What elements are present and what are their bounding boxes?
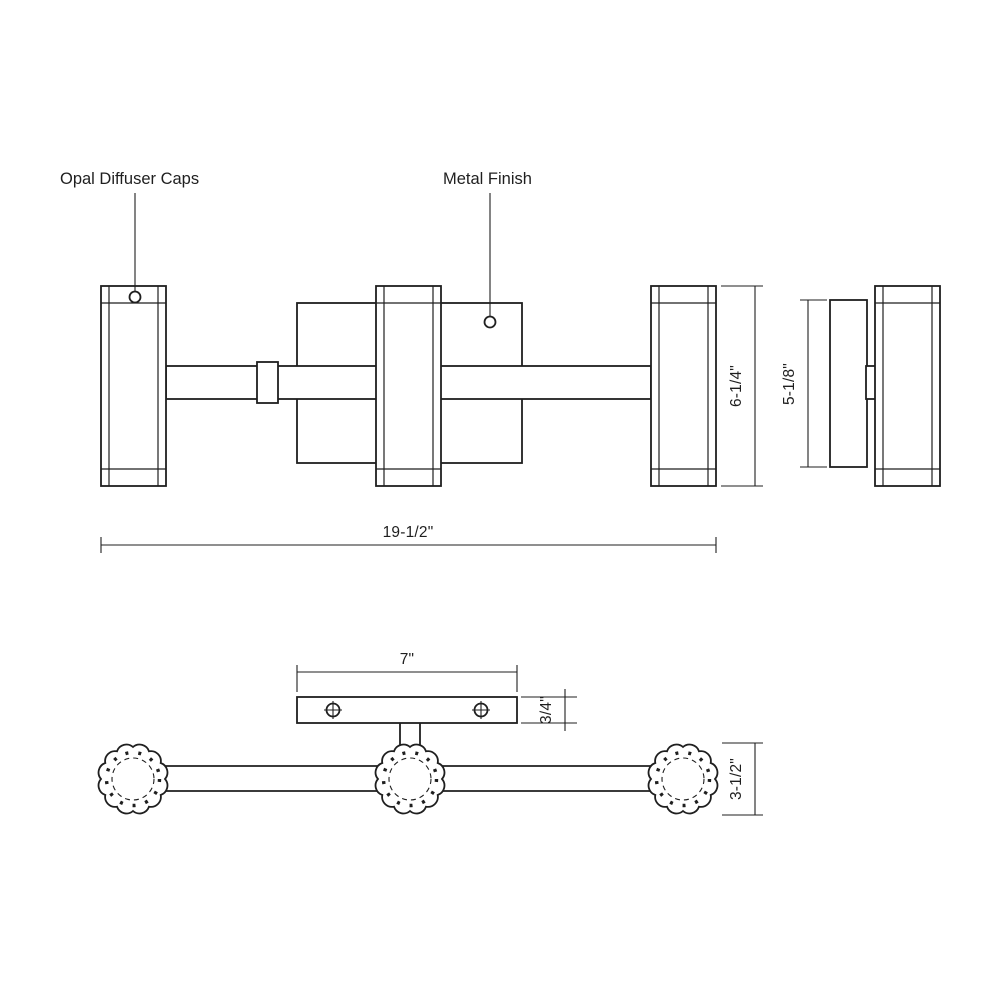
side-elevation-view xyxy=(829,285,941,487)
dim-overall-height: 6-1/4" xyxy=(721,285,763,487)
cylinder-side xyxy=(874,285,941,487)
dim-overall-width-label: 19-1/2" xyxy=(383,524,434,541)
dim-overall-width: 19-1/2" xyxy=(100,524,717,553)
backplate-side xyxy=(829,299,868,468)
dim-backplate-height: 5-1/8" xyxy=(781,299,827,468)
center-cylinder xyxy=(375,285,442,487)
dim-backplate-height-label: 5-1/8" xyxy=(781,363,798,405)
leader-endpoint-circle xyxy=(128,290,142,304)
right-cap-plan xyxy=(646,742,720,816)
front-elevation-view xyxy=(100,285,717,487)
left-cap-plan xyxy=(96,742,170,816)
left-cylinder xyxy=(100,285,167,487)
callout-opal-diffuser-caps: Opal Diffuser Caps xyxy=(60,170,199,304)
callout-opal-label: Opal Diffuser Caps xyxy=(60,170,199,188)
dim-fixture-depth-label: 3-1/2" xyxy=(728,758,745,800)
right-cylinder xyxy=(650,285,717,487)
center-cap-plan xyxy=(373,742,447,816)
dim-plate-depth-label: 3/4" xyxy=(538,696,555,724)
dim-plate-width-label: 7" xyxy=(400,651,415,668)
leader-endpoint-circle xyxy=(483,315,497,329)
dim-plate-width: 7" xyxy=(296,651,518,692)
callout-metal-finish: Metal Finish xyxy=(443,170,532,329)
top-plan-view xyxy=(96,696,720,816)
callout-metal-label: Metal Finish xyxy=(443,170,532,188)
dim-fixture-depth: 3-1/2" xyxy=(722,742,763,816)
dim-overall-height-label: 6-1/4" xyxy=(728,365,745,407)
arm-connector xyxy=(256,361,279,404)
dim-plate-depth: 3/4" xyxy=(521,689,577,731)
